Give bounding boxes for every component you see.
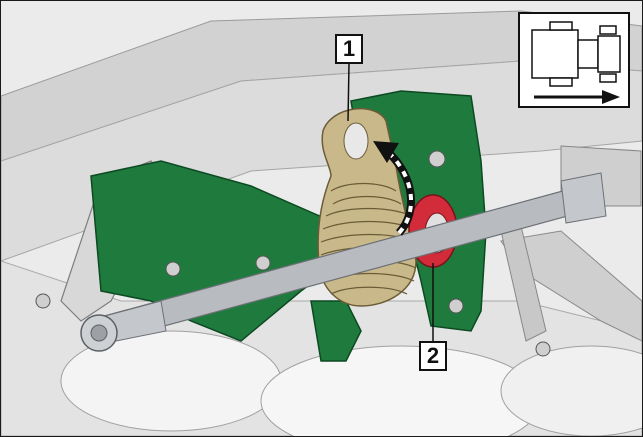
callout-1-label: 1 [342, 36, 356, 61]
frame-bolt [35, 293, 51, 309]
rotor-disc-right [500, 345, 642, 436]
frame-bolt-right [535, 341, 551, 357]
rod-clamp [560, 172, 607, 224]
leader-line-1 [347, 62, 350, 122]
callout-1: 1 [335, 34, 363, 64]
spring-eye [343, 122, 369, 160]
green-bracket-left [90, 160, 342, 342]
callout-2: 2 [419, 341, 447, 371]
orientation-inset [518, 12, 630, 108]
tractor-top-view-icon [531, 21, 621, 104]
bracket-bolt-mid [255, 255, 271, 271]
rod-eye-hole [90, 324, 108, 342]
bracket-bolt-left [165, 261, 181, 277]
motion-arrow-icon [373, 141, 416, 236]
bracket-bolt-bottom [448, 298, 464, 314]
callout-2-label: 2 [426, 343, 440, 368]
bracket-bolt-top [428, 150, 446, 168]
